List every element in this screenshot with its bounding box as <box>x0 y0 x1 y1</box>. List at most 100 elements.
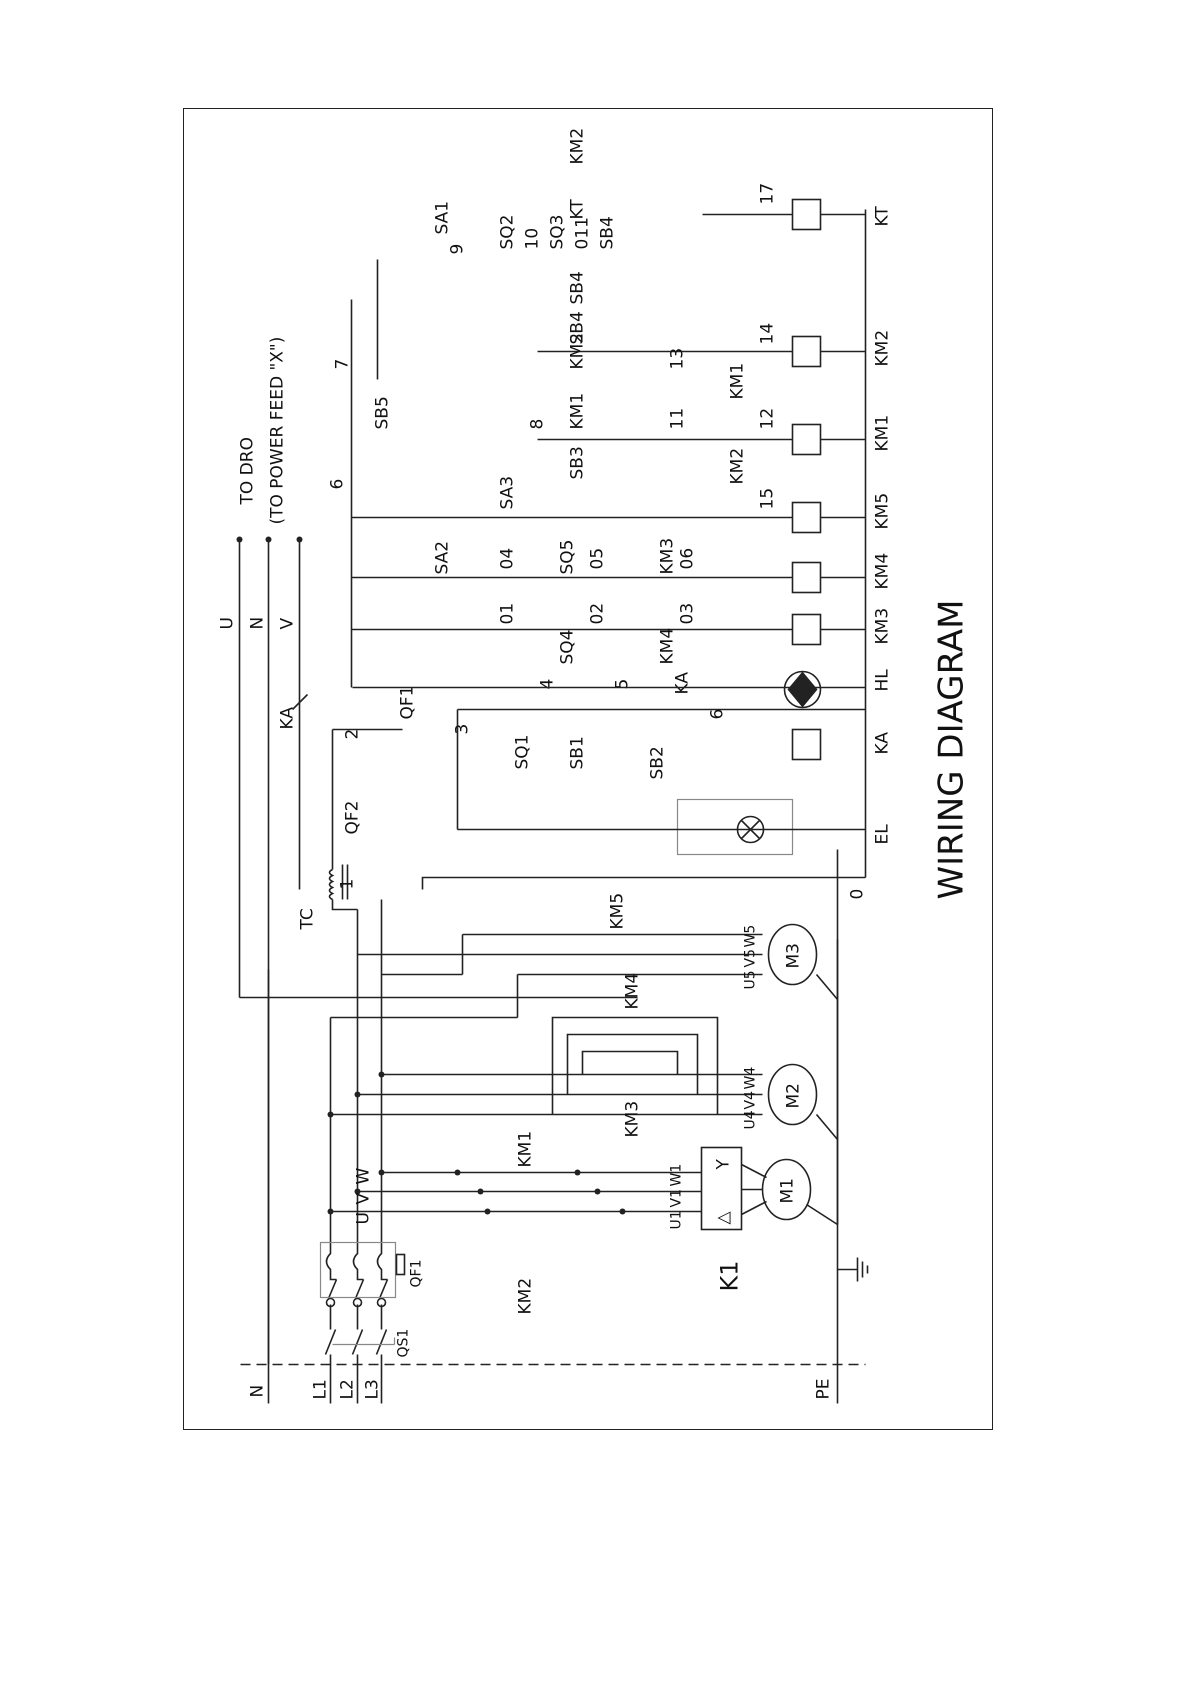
node-02-label: 02 <box>588 603 608 625</box>
node-4-label: 4 <box>538 679 558 690</box>
ground-symbol <box>836 849 869 1282</box>
km4-interlock-label: KM4 <box>658 628 678 665</box>
node-14-label: 14 <box>758 323 778 345</box>
m1-u-label: U <box>354 1212 374 1224</box>
m2-circuit: KM3 KM4 U4 V4 W4 M2 <box>327 973 839 1141</box>
coil-kt <box>791 198 822 231</box>
out-n-label: N <box>248 617 268 630</box>
supply-n-label: N <box>248 1385 268 1398</box>
sq5-label: SQ5 <box>558 540 578 575</box>
k1-delta-symbol: △ <box>714 1211 734 1225</box>
supply-l3-label: L3 <box>363 1379 383 1399</box>
k1-star-symbol: Y <box>714 1159 734 1171</box>
qf2-label: QF2 <box>343 801 363 835</box>
m1-power-rows: U V W KM1 KM2 U1 V1 W1 △ Y K1 M1 <box>327 1131 838 1315</box>
km2-seal-label: KM2 <box>568 333 588 370</box>
el-lamp-housing <box>676 798 794 856</box>
sb1-label: SB1 <box>568 736 588 769</box>
kt-contact-label: KT <box>568 199 588 220</box>
node-05-label: 05 <box>588 548 608 570</box>
coil-ka-label: KA <box>873 732 893 755</box>
supply-pe-label: PE <box>814 1379 834 1400</box>
m2-u4-label: U4 <box>743 1110 759 1129</box>
coil-km4 <box>791 561 822 594</box>
ka-output-contact-label: KA <box>278 707 298 730</box>
drawing-sheet: N L1 L2 L3 PE QS1 QF1 <box>183 108 993 1430</box>
km1-interlock-label: KM1 <box>728 363 748 400</box>
km3-power-label: KM3 <box>623 1101 643 1138</box>
sa1-label: SA1 <box>433 201 453 235</box>
m1-v-label: V <box>354 1193 374 1205</box>
m2-v4-label: V4 <box>743 1091 759 1110</box>
to-dro-label: TO DRO <box>238 437 258 505</box>
tc-label: TC <box>298 908 318 930</box>
node-6-label: 6 <box>708 709 728 720</box>
node-11-label: 11 <box>668 408 688 430</box>
m1-u1-label: U1 <box>669 1210 685 1229</box>
m3-w5-label: W5 <box>743 925 759 948</box>
m3-circuit: KM5 U5 V5 W5 M3 <box>330 893 839 1019</box>
k1-star-delta-switch <box>700 1146 743 1231</box>
km5-power-label: KM5 <box>608 893 628 930</box>
km4-power-label: KM4 <box>623 973 643 1010</box>
node-5-label: 5 <box>613 679 633 690</box>
m3-label: M3 <box>784 943 804 968</box>
to-power-feed-label: (TO POWER FEED "X") <box>268 337 288 525</box>
node-10-label: 10 <box>523 228 543 250</box>
m1-w1-label: W1 <box>669 1164 685 1187</box>
supply-l1-label: L1 <box>311 1379 331 1399</box>
node-3-label: 3 <box>453 724 473 735</box>
m1-v1-label: V1 <box>669 1189 685 1207</box>
node-13-label: 13 <box>668 348 688 370</box>
sb4-label-2: SB4 <box>568 271 588 304</box>
km2-interlock-label: KM2 <box>728 448 748 485</box>
dro-outputs: U N V TO DRO (TO POWER FEED "X") KA <box>218 337 638 999</box>
coil-kt-label: KT <box>873 206 893 227</box>
sa2-label: SA2 <box>433 541 453 575</box>
coil-km4-label: KM4 <box>873 553 893 590</box>
m3-v5-label: V5 <box>743 949 759 967</box>
coil-km2-label: KM2 <box>873 330 893 367</box>
node-04-label: 04 <box>498 548 518 570</box>
m2-w4-label: W4 <box>743 1067 759 1090</box>
node-2-label: 2 <box>343 729 363 740</box>
coil-km5 <box>791 501 822 534</box>
node-9-label: 9 <box>448 244 468 255</box>
node-15-label: 15 <box>758 488 778 510</box>
node-011-label: 011 <box>573 217 593 249</box>
qf1-power-label: QF1 <box>409 1260 425 1288</box>
sb4-label-3: SB4 <box>598 216 618 249</box>
km1-power-label: KM1 <box>516 1131 536 1168</box>
node-8-label: 8 <box>528 419 548 430</box>
sq4-label: SQ4 <box>558 630 578 665</box>
m1-w-label: W <box>354 1168 374 1185</box>
out-v-label: V <box>278 618 298 630</box>
node-06-label: 06 <box>678 548 698 570</box>
out-u-label: U <box>218 617 238 629</box>
qs1-label: QS1 <box>396 1329 412 1358</box>
tc-transformer: TC <box>298 864 358 931</box>
sq3-label: SQ3 <box>548 215 568 250</box>
k1-label: K1 <box>716 1260 744 1291</box>
coil-km2 <box>791 335 822 368</box>
km2-kt-bypass-label: KM2 <box>568 128 588 165</box>
sb4-label-1: SB4 <box>568 311 588 344</box>
sq1-label: SQ1 <box>513 735 533 770</box>
km1-seal-label: KM1 <box>568 393 588 430</box>
coil-km1 <box>791 423 822 456</box>
control-circuit: 0 1 QF2 2 QF1 3 EL SQ1 4 SB1 5 SB2 KA 6 … <box>328 128 893 900</box>
coil-el-label: EL <box>873 824 893 845</box>
coil-km3 <box>791 613 822 646</box>
qs1-isolator: QS1 <box>324 1297 412 1360</box>
node-0-label: 0 <box>848 889 868 900</box>
motor-m2 <box>767 1063 818 1126</box>
m2-label: M2 <box>784 1083 804 1108</box>
node-6b-label: 6 <box>328 479 348 490</box>
coil-hl-label: HL <box>873 669 893 692</box>
m3-u5-label: U5 <box>743 970 759 989</box>
coil-km3-label: KM3 <box>873 608 893 645</box>
sb5-label: SB5 <box>373 396 393 429</box>
node-03-label: 03 <box>678 603 698 625</box>
node-01-label: 01 <box>498 603 518 625</box>
wiring-diagram: N L1 L2 L3 PE QS1 QF1 <box>218 128 972 1404</box>
